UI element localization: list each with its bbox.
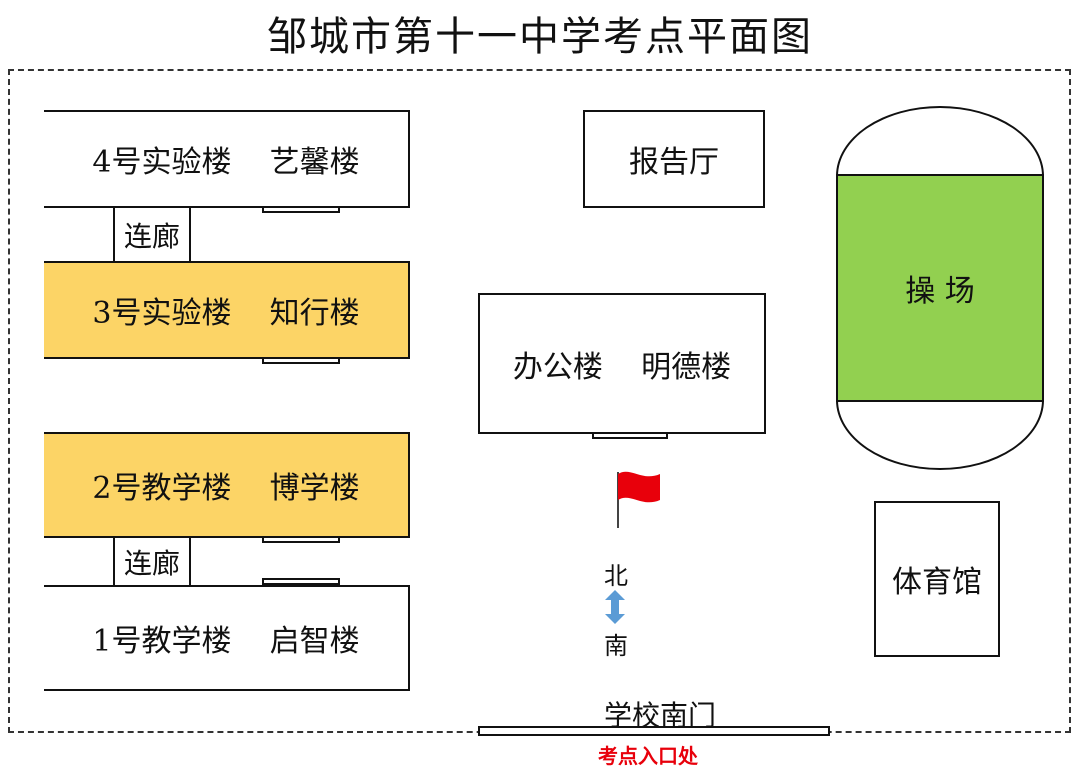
door-lab-building-4 [262,206,340,213]
door-teaching-building-1 [262,578,340,585]
office-building: 办公楼 明德楼 [478,293,766,434]
flag-icon [617,471,660,528]
teaching-building-1: 1号教学楼 启智楼 [44,585,410,691]
playground: 操 场 [836,174,1044,402]
corridor-lower: 连廊 [113,538,191,586]
north-south-arrow-icon [605,590,625,624]
corridor-upper-label: 连廊 [123,220,180,253]
lab-building-4: 4号实验楼 艺馨楼 [44,110,410,208]
corridor-upper: 连廊 [113,208,191,262]
map-title: 邹城市第十一中学考点平面图 [267,14,813,60]
door-lab-building-3 [262,357,340,364]
teaching-building-2: 2号教学楼 博学楼 [44,432,410,538]
door-office-building [592,432,668,439]
lecture-hall: 报告厅 [583,110,765,208]
lab-building-3: 3号实验楼 知行楼 [44,261,410,359]
south-gate [478,726,830,736]
corridor-lower-label: 连廊 [123,547,180,580]
door-teaching-building-2 [262,536,340,543]
exam-entrance-label: 考点入口处 [598,744,698,768]
playground-label: 操 场 [905,274,975,309]
gymnasium: 体育馆 [874,501,1000,657]
compass-north-label: 北 [604,562,628,590]
compass-south-label: 南 [604,632,628,660]
